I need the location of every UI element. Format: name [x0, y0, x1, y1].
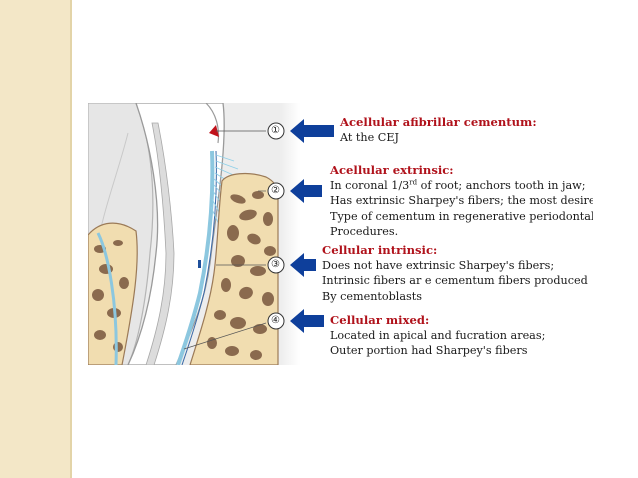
callout-1-title: Acellular afibrillar cementum: — [340, 115, 537, 129]
callout-4-line-2: Outer portion had Sharpey's fibers — [330, 344, 528, 358]
root-marker — [198, 260, 201, 268]
left-decorative-band — [0, 0, 70, 478]
callout-arrows — [290, 119, 334, 333]
cementum-diagram: ① ② ③ ④ Acellular afibrillar cementum: A… — [88, 103, 593, 365]
callout-2-title: Acellular extrinsic: — [330, 163, 454, 177]
left-band-divider — [70, 0, 72, 478]
alveolar-bone — [189, 172, 279, 365]
callout-2-line-1: In coronal 1/3rd of root; anchors tooth … — [330, 178, 586, 193]
callout-2-line-4: Procedures. — [330, 224, 399, 238]
callout-number-circles — [267, 122, 285, 330]
callout-2: Acellular extrinsic: In coronal 1/3rd of… — [330, 163, 593, 239]
callout-3: Cellular intrinsic: Does not have extrin… — [322, 243, 588, 304]
cej-marker — [209, 125, 219, 137]
callout-4-number: ④ — [271, 315, 280, 326]
callout-1: Acellular afibrillar cementum: At the CE… — [340, 115, 537, 145]
leader-lines — [183, 130, 267, 350]
cementum-outline — [181, 150, 217, 365]
callout-4-title: Cellular mixed: — [330, 313, 430, 327]
callout-4-line-1: Located in apical and fucration areas; — [330, 329, 546, 343]
callout-3-line-1: Does not have extrinsic Sharpey's fibers… — [322, 259, 555, 273]
callout-3-line-2: Intrinsic fibers ar e cementum fibers pr… — [322, 274, 588, 288]
callout-4: Cellular mixed: Located in apical and fu… — [330, 313, 545, 359]
callout-1-line-1: At the CEJ — [340, 131, 400, 145]
alveolar-bone-left — [88, 222, 138, 365]
callout-2-line-3: Type of cementum in regenerative periodo… — [330, 209, 593, 223]
callout-2-line-2: Has extrinsic Sharpey's fibers; the most… — [330, 194, 593, 208]
cementum-layer — [176, 150, 215, 365]
callout-3-number: ③ — [271, 259, 280, 270]
tooth-illustration — [88, 103, 593, 365]
callout-1-number: ① — [271, 125, 280, 136]
callout-3-title: Cellular intrinsic: — [322, 243, 438, 257]
callout-2-number: ② — [271, 185, 280, 196]
callout-3-line-3: By cementoblasts — [322, 289, 423, 303]
